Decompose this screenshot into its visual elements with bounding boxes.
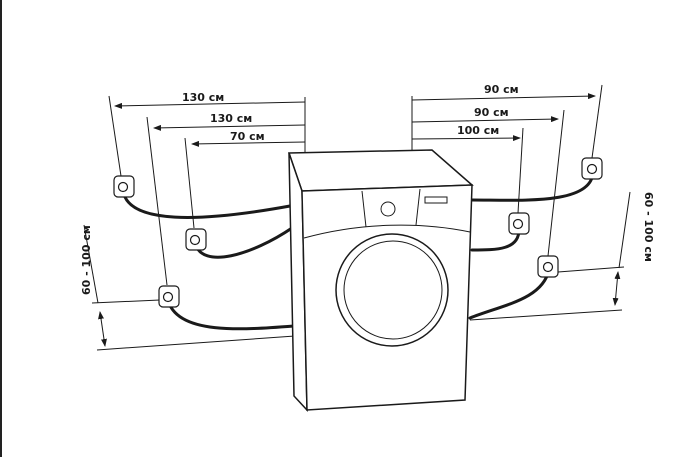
dimension-label: 70 см bbox=[230, 130, 265, 143]
dimension-label: 90 см bbox=[484, 83, 519, 96]
washing-machine bbox=[287, 149, 474, 412]
socket-icon bbox=[113, 175, 135, 198]
socket-icon bbox=[508, 212, 530, 235]
left-dimensions: 130 см 130 см 70 см bbox=[108, 91, 306, 286]
height-label: 60 - 100 см bbox=[642, 192, 655, 262]
dimension-arrow bbox=[411, 135, 521, 142]
dimension-label: 90 см bbox=[474, 106, 509, 119]
height-label: 60 - 100 см bbox=[80, 225, 93, 295]
right-dimensions: 90 см 90 см 100 см bbox=[411, 83, 603, 257]
dimension-label: 100 см bbox=[457, 124, 499, 137]
sockets bbox=[113, 157, 603, 308]
socket-icon bbox=[537, 255, 559, 278]
right-height-dimension: 60 - 100 см bbox=[469, 191, 655, 321]
dimension-arrow bbox=[411, 116, 559, 123]
dimension-label: 130 см bbox=[182, 91, 224, 104]
dimension-arrow bbox=[153, 124, 306, 131]
socket-icon bbox=[185, 228, 207, 251]
socket-icon bbox=[158, 285, 180, 308]
dimension-arrow bbox=[411, 93, 596, 101]
left-height-dimension: 60 - 100 см bbox=[80, 224, 296, 351]
dimension-arrow bbox=[191, 140, 306, 147]
dimension-label: 130 см bbox=[210, 112, 252, 125]
socket-icon bbox=[581, 157, 603, 180]
dimension-arrow bbox=[114, 101, 306, 109]
